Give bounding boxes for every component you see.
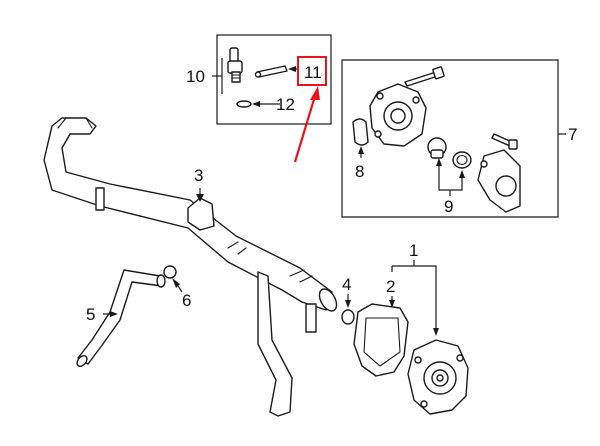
coolant-down-pipe-part xyxy=(257,271,293,417)
callout-12: 12 xyxy=(276,95,295,114)
callout-5: 5 xyxy=(86,305,95,324)
callout-8: 8 xyxy=(355,162,364,181)
callout-1: 1 xyxy=(409,241,418,260)
o-ring-part xyxy=(236,100,252,108)
callout-7: 7 xyxy=(568,125,577,144)
retaining-clip-part xyxy=(254,65,288,78)
cover-bolt-part xyxy=(491,133,518,150)
callout-2: 2 xyxy=(386,277,395,296)
water-pump-gasket-part xyxy=(353,303,409,377)
callout-4: 4 xyxy=(342,275,351,294)
pipe-side-stub-part xyxy=(95,187,105,211)
water-pump-part xyxy=(407,339,469,415)
pump-oring-part xyxy=(341,309,355,325)
thermostat-part xyxy=(427,137,447,159)
sensor-group-box xyxy=(216,34,332,125)
highlight-arrowhead xyxy=(310,86,320,100)
bypass-pipe-part xyxy=(76,269,166,367)
callout-3: 3 xyxy=(194,166,203,185)
callout-9: 9 xyxy=(444,197,453,216)
temperature-sensor-part xyxy=(227,47,243,83)
callout-11: 11 xyxy=(304,63,322,82)
housing-bolt-part xyxy=(404,66,445,87)
thermostat-cover-part xyxy=(477,149,521,213)
bypass-oring-part xyxy=(163,265,177,279)
thermostat-housing-part xyxy=(369,83,427,147)
callout-10: 10 xyxy=(186,67,205,86)
thermostat-group-box xyxy=(341,59,559,218)
callout-6: 6 xyxy=(182,291,191,310)
highlight-box xyxy=(297,56,327,86)
coolant-stub-pipe-part xyxy=(305,303,317,333)
housing-gasket-part xyxy=(352,118,369,146)
highlight-arrow xyxy=(293,95,317,163)
thermostat-seal-part xyxy=(452,151,472,169)
